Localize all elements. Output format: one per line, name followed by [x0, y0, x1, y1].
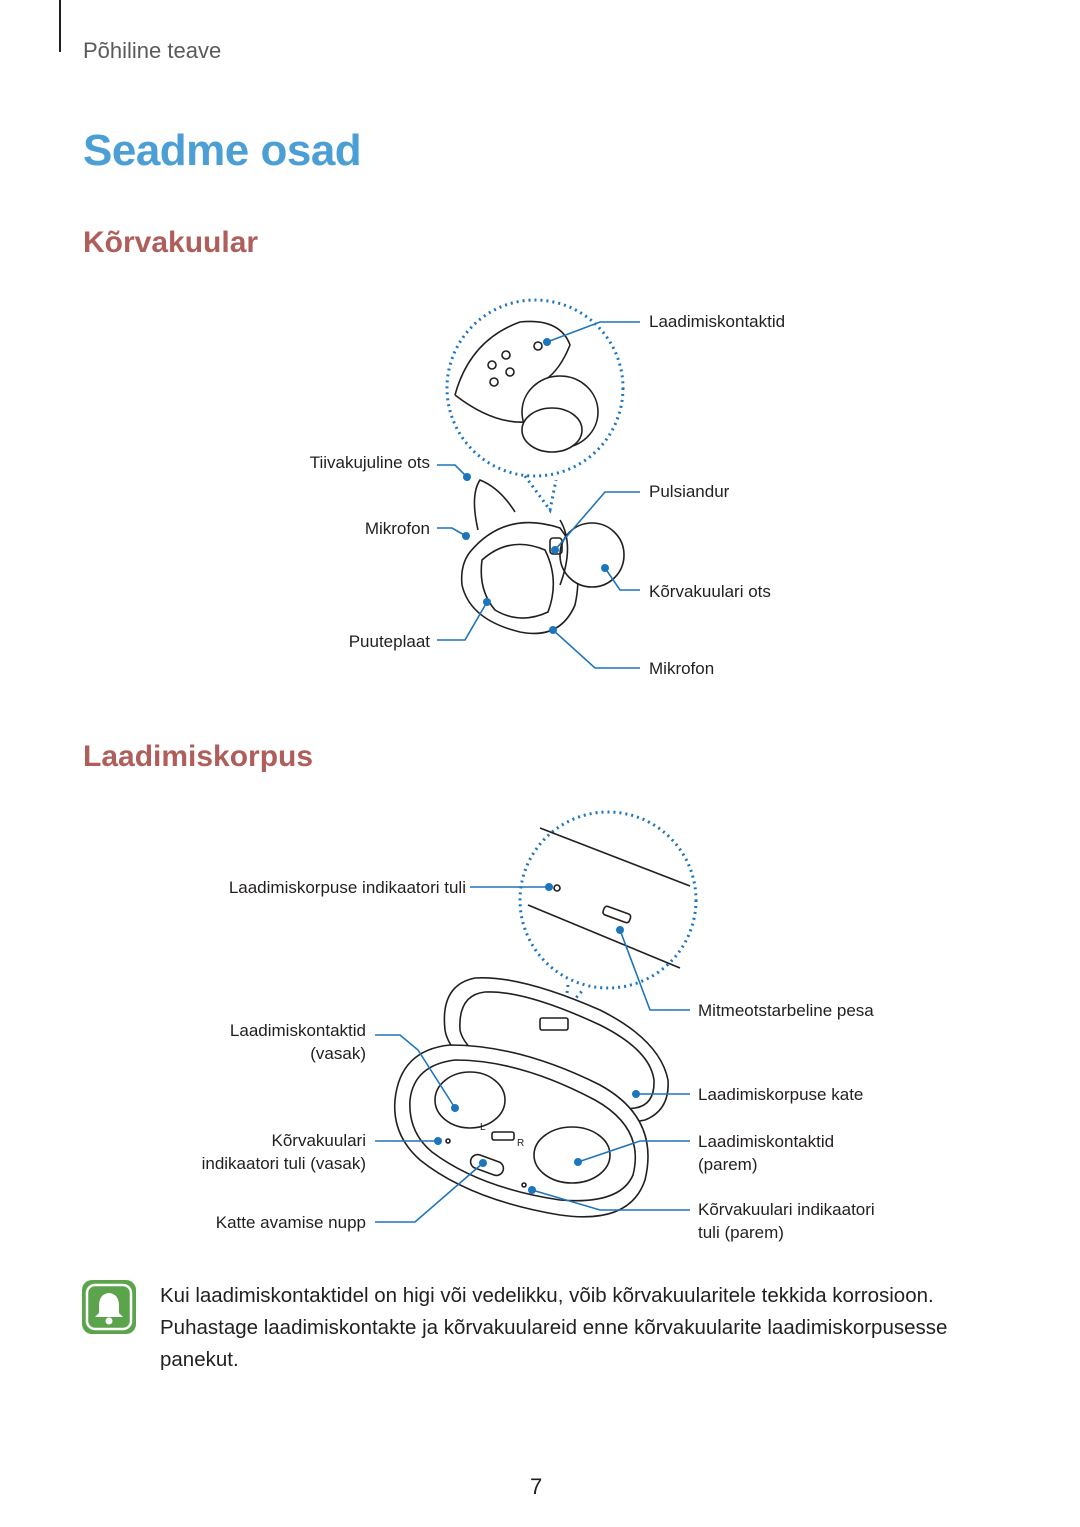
label-contacts-left-2: (vasak): [310, 1044, 366, 1063]
page-number: 7: [530, 1474, 543, 1499]
label-earbud-indicator-left-2: indikaatori tuli (vasak): [201, 1154, 366, 1173]
right-mark: R: [517, 1138, 524, 1149]
label-heart-rate-sensor: Pulsiandur: [649, 482, 730, 501]
label-open-button: Katte avamise nupp: [215, 1213, 366, 1232]
label-ear-tip: Kõrvakuulari ots: [649, 582, 771, 601]
label-contacts-right-1: Laadimiskontaktid: [698, 1132, 835, 1151]
label-charging-contacts: Laadimiskontaktid: [649, 312, 786, 331]
label-earbud-indicator-left-1: Kõrvakuulari: [271, 1131, 367, 1150]
label-wing-tip: Tiivakujuline ots: [309, 453, 430, 472]
header-rule: [59, 0, 61, 52]
label-multipurpose-jack: Mitmeotstarbeline pesa: [698, 1001, 874, 1020]
left-mark: L: [480, 1122, 486, 1133]
note-text: Kui laadimiskontaktidel on higi või vede…: [160, 1284, 948, 1371]
label-case-indicator: Laadimiskorpuse indikaatori tuli: [228, 878, 466, 897]
label-microphone-left: Mikrofon: [364, 519, 430, 538]
label-earbud-indicator-right-1: Kõrvakuulari indikaatori: [698, 1200, 875, 1219]
section-title: Põhiline teave: [83, 38, 222, 63]
note-icon-box: [82, 1280, 136, 1334]
label-case-cover: Laadimiskorpuse kate: [698, 1085, 864, 1104]
label-touchpad: Puuteplaat: [348, 632, 430, 651]
label-contacts-right-2: (parem): [698, 1155, 758, 1174]
label-earbud-indicator-right-2: tuli (parem): [698, 1223, 784, 1242]
earbuds-heading: Kõrvakuular: [83, 226, 259, 259]
label-contacts-left-1: Laadimiskontaktid: [229, 1021, 366, 1040]
case-heading: Laadimiskorpus: [83, 740, 314, 773]
page-title: Seadme osad: [83, 126, 362, 175]
bell-icon: [85, 1283, 133, 1331]
label-microphone-bottom: Mikrofon: [649, 659, 715, 678]
